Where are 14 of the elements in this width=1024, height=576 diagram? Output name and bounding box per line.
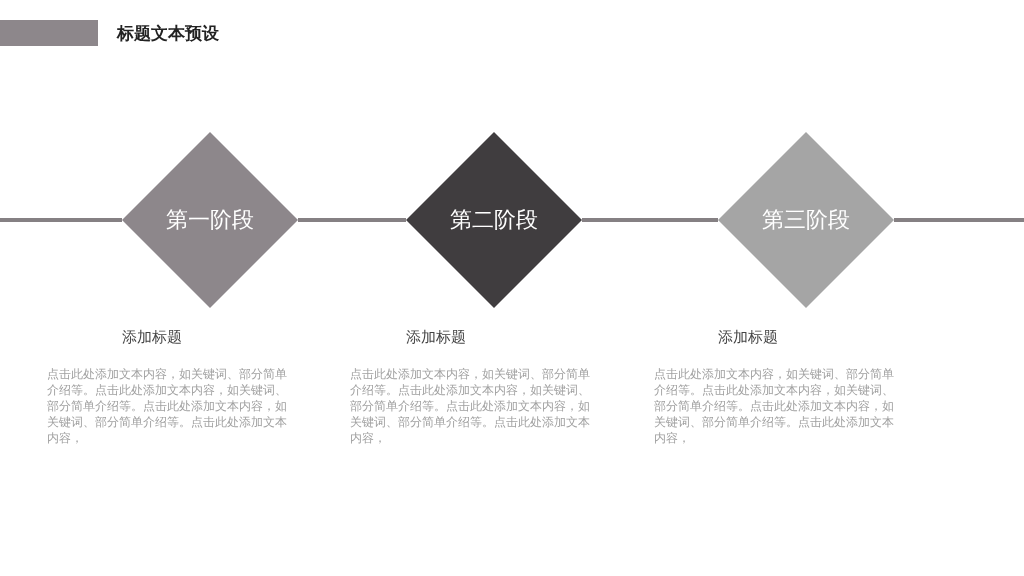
connector-line (582, 218, 718, 222)
stage-label: 第三阶段 (762, 206, 850, 234)
title: 标题文本预设 (0, 20, 219, 46)
body-text: 点击此处添加文本内容，如关键词、部分简单介绍等。点击此处添加文本内容，如关键词、部分简单介绍等。点击此处添加文本内容，如关键词、部分简单介绍等。点击此处添加文本内容， (350, 366, 591, 446)
body-text: 点击此处添加文本内容，如关键词、部分简单介绍等。点击此处添加文本内容，如关键词、部分简单介绍等。点击此处添加文本内容，如关键词、部分简单介绍等。点击此处添加文本内容， (654, 366, 895, 446)
connector-line (894, 218, 1024, 222)
section-heading: 添加标题 (718, 328, 778, 347)
connector-line (0, 218, 122, 222)
section-heading: 添加标题 (406, 328, 466, 347)
body-text: 点击此处添加文本内容，如关键词、部分简单介绍等。点击此处添加文本内容，如关键词、部分简单介绍等。点击此处添加文本内容，如关键词、部分简单介绍等。点击此处添加文本内容， (47, 366, 288, 446)
connector-line (298, 218, 406, 222)
section-heading: 添加标题 (122, 328, 182, 347)
stage-label: 第一阶段 (166, 206, 254, 234)
stage-label: 第二阶段 (450, 206, 538, 234)
